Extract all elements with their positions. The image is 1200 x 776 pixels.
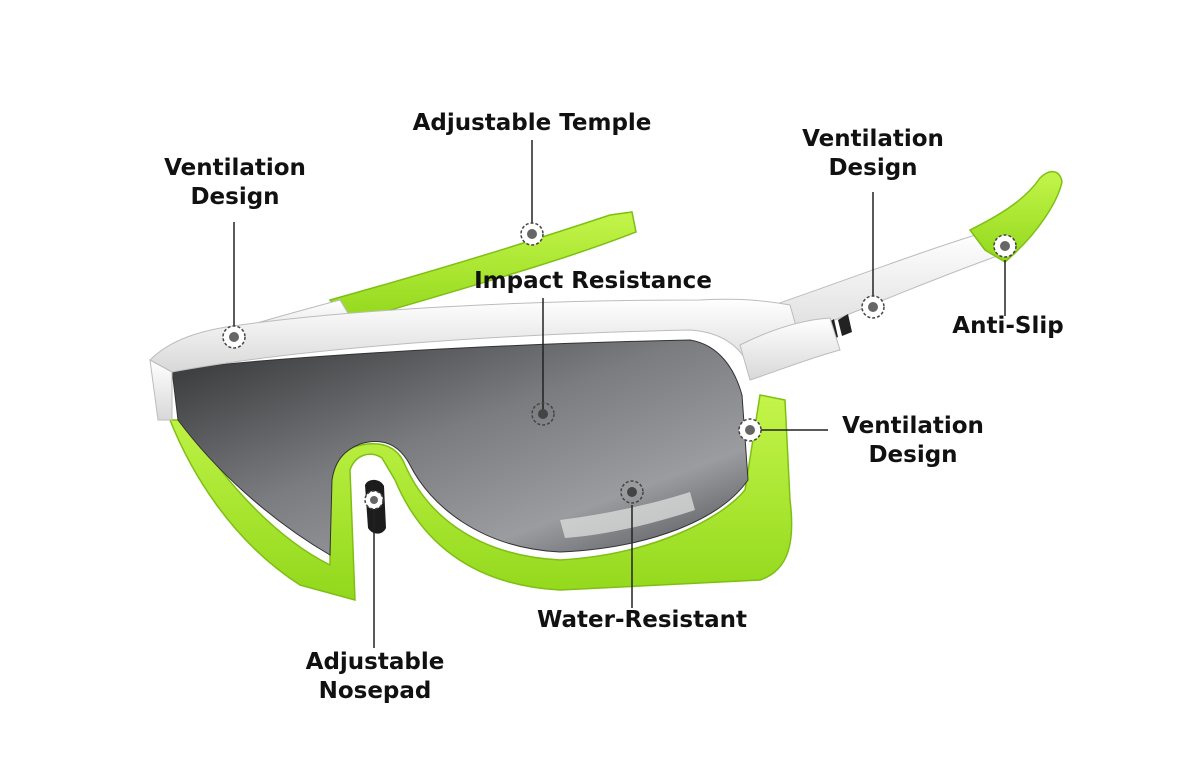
callout-ventilation-side: Ventilation Design — [828, 412, 998, 470]
target-icon — [520, 222, 544, 246]
target-icon — [861, 295, 885, 319]
target-icon — [620, 480, 644, 504]
callout-adjustable-nosepad: Adjustable Nosepad — [290, 648, 460, 706]
callout-line: Impact Resistance — [474, 268, 712, 294]
callout-impact-resistance: Impact Resistance — [458, 267, 728, 296]
callout-line: Water-Resistant — [536, 607, 747, 633]
callout-line: Nosepad — [318, 678, 432, 704]
callout-adjustable-temple: Adjustable Temple — [392, 109, 672, 138]
target-icon — [222, 325, 246, 349]
leader-lines — [233, 140, 1006, 648]
callout-line: Adjustable Temple — [412, 110, 652, 136]
callout-line: Adjustable — [305, 649, 445, 675]
callout-line: Ventilation — [842, 413, 984, 439]
callout-line: Ventilation — [164, 155, 306, 181]
callout-line: Ventilation — [802, 126, 944, 152]
target-icon — [531, 402, 555, 426]
callout-water-resistant: Water-Resistant — [522, 606, 762, 635]
lens — [171, 339, 749, 556]
callout-line: Anti-Slip — [952, 313, 1064, 339]
target-icon — [738, 418, 762, 442]
callout-ventilation-right: Ventilation Design — [788, 125, 958, 183]
target-icon — [364, 490, 384, 510]
top-frame — [149, 298, 801, 373]
callout-anti-slip: Anti-Slip — [938, 312, 1078, 341]
callout-ventilation-left: Ventilation Design — [150, 154, 320, 212]
callout-line: Design — [828, 155, 918, 181]
callout-line: Design — [868, 442, 958, 468]
callout-line: Design — [190, 184, 280, 210]
target-icon — [993, 234, 1017, 258]
